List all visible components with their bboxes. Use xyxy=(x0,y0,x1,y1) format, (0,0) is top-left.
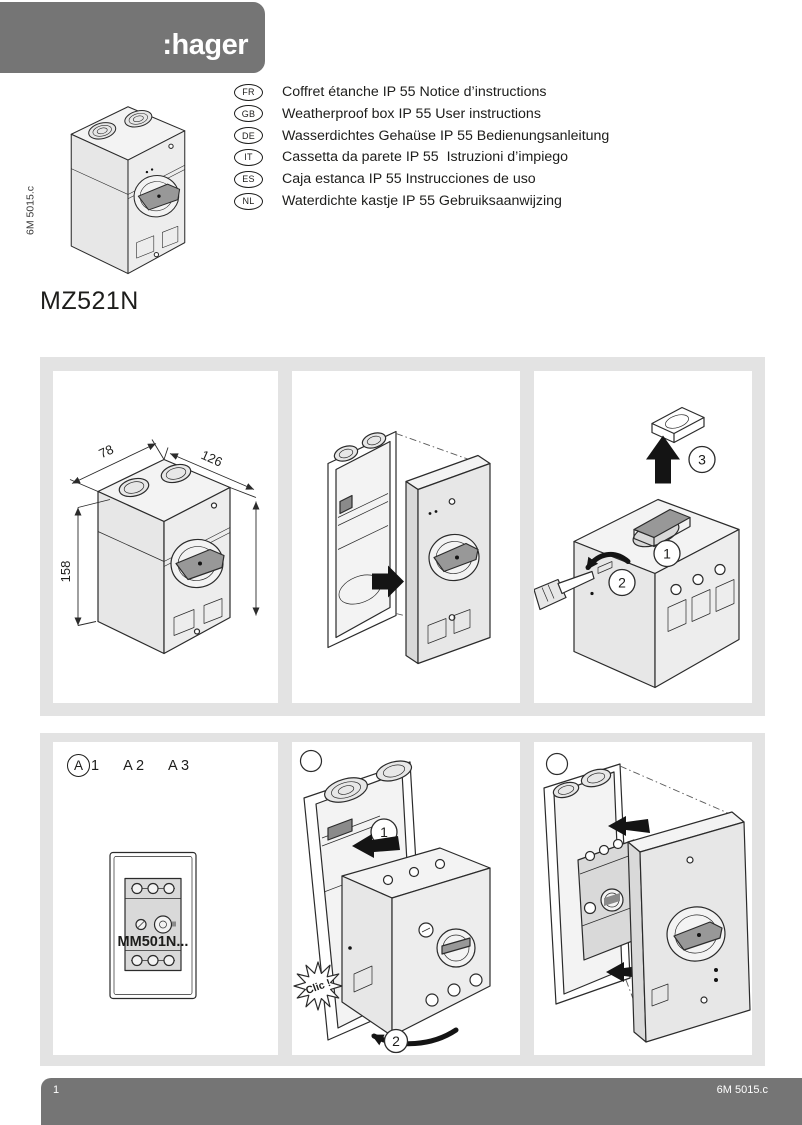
figure-panel-top: 78 126 158 xyxy=(40,357,765,716)
figure-panel-bottom: A 1 A 2 A 3 xyxy=(40,733,765,1066)
dim-height-label: 158 xyxy=(58,561,73,583)
svg-text:3: 3 xyxy=(698,452,706,468)
fig-accessory-face xyxy=(109,851,197,1000)
language-row-es: ES Caja estanca IP 55 Instrucciones de u… xyxy=(234,170,609,188)
open-box-with-breaker xyxy=(543,763,641,1005)
breaker-module xyxy=(341,847,491,1037)
accessory-ref: MM501N... xyxy=(117,934,189,950)
empty-marker-circle xyxy=(299,749,323,773)
accessory-item-1: 1 xyxy=(91,757,100,774)
language-row-gb: GB Weatherproof box IP 55 User instructi… xyxy=(234,105,609,123)
language-code-badge: FR xyxy=(234,83,263,101)
mount-arrow-top xyxy=(608,816,650,836)
product-enclosure-drawing xyxy=(70,106,186,275)
detached-handle xyxy=(651,406,705,444)
accessory-header: A 1 A 2 A 3 xyxy=(67,754,189,777)
remove-up-arrow xyxy=(646,435,680,484)
enclosure-box xyxy=(70,106,186,275)
language-instruction-text: Wasserdichtes Gehaüse IP 55 Bedienungsan… xyxy=(282,127,610,144)
step-2-badge: 2 xyxy=(608,568,636,597)
language-instruction-text: Caja estanca IP 55 Instrucciones de uso xyxy=(282,171,536,188)
brand-banner: :hager xyxy=(0,2,265,73)
accessory-item-2: A 2 xyxy=(123,757,145,774)
language-instruction-text: Cassetta da parete IP 55 Istruzioni d’im… xyxy=(282,149,569,166)
figure-cell-accessory: A 1 A 2 A 3 xyxy=(53,742,278,1055)
language-instruction-text: Weatherproof box IP 55 User instructions xyxy=(282,105,541,122)
language-code-badge: NL xyxy=(234,192,263,210)
dimension-height: 158 xyxy=(58,499,111,626)
product-code: MZ521N xyxy=(40,287,139,315)
language-row-fr: FR Coffret étanche IP 55 Notice d’instru… xyxy=(234,83,609,101)
svg-text:1: 1 xyxy=(380,824,388,840)
step-2-badge: 2 xyxy=(383,1028,409,1054)
fig-handle-removal: 3 xyxy=(534,406,740,689)
svg-text:1: 1 xyxy=(663,546,671,562)
din-rail-clip xyxy=(327,818,353,841)
hager-logo: :hager xyxy=(162,29,248,61)
accessory-item-3: A 3 xyxy=(168,757,190,774)
figure-cell-insert-breaker: 1 xyxy=(292,742,520,1055)
step-3-badge: 3 xyxy=(688,445,716,474)
insert-arrow xyxy=(372,565,404,598)
pry-curved-arrow xyxy=(585,551,631,570)
dim-depth-label: 126 xyxy=(199,447,225,470)
dim-width-label: 78 xyxy=(96,442,115,462)
fig-dimensions: 78 126 158 xyxy=(58,439,260,655)
language-code-badge: GB xyxy=(234,105,263,123)
figure-cell-dimensions: 78 126 158 xyxy=(53,371,278,703)
language-list: FR Coffret étanche IP 55 Notice d’instru… xyxy=(234,83,610,210)
clic-starburst: Clic ! xyxy=(293,961,343,1011)
breaker-body xyxy=(573,498,740,689)
step-1-badge: 1 xyxy=(653,539,681,568)
svg-text:2: 2 xyxy=(618,575,626,591)
fig-cover-assembly xyxy=(327,430,491,665)
screwdriver xyxy=(534,570,595,611)
footer-doc-ref: 6M 5015.c xyxy=(716,1084,768,1096)
figure-cell-handle-removal: 3 xyxy=(534,371,752,703)
rotary-knob xyxy=(170,538,225,589)
rotary-knob xyxy=(133,174,181,218)
language-code-badge: DE xyxy=(234,127,263,145)
language-code-badge: IT xyxy=(234,148,263,166)
marker-a-circle: A xyxy=(67,754,90,777)
svg-text:2: 2 xyxy=(392,1033,400,1049)
open-box-shell xyxy=(327,430,397,649)
hook-arrow xyxy=(352,834,400,858)
fig-mount-cover xyxy=(543,752,751,1043)
breaker-face xyxy=(124,877,182,972)
language-row-de: DE Wasserdichtes Gehaüse IP 55 Bedienung… xyxy=(234,127,610,145)
figure-cell-cover-assembly xyxy=(292,371,520,703)
language-row-nl: NL Waterdichte kastje IP 55 Gebruiksaanw… xyxy=(234,192,609,210)
language-instruction-text: Waterdichte kastje IP 55 Gebruiksaanwijz… xyxy=(282,193,562,209)
language-instruction-text: Coffret étanche IP 55 Notice d’instructi… xyxy=(282,84,547,101)
front-windows xyxy=(136,225,179,259)
footer-page-number: 1 xyxy=(53,1084,60,1096)
dimension-width: 78 xyxy=(69,439,165,492)
empty-marker-circle xyxy=(545,752,569,776)
language-row-it: IT Cassetta da parete IP 55 Istruzioni d… xyxy=(234,148,609,166)
page-footer: 1 6M 5015.c xyxy=(41,1078,802,1125)
side-doc-ref: 6M 5015.c xyxy=(24,185,37,236)
cover-with-knob xyxy=(405,454,491,665)
cover-with-knob xyxy=(627,811,751,1043)
swing-curved-arrow xyxy=(371,1027,459,1047)
figure-cell-mount-cover xyxy=(534,742,752,1055)
language-code-badge: ES xyxy=(234,170,263,188)
fig-insert-breaker: 1 xyxy=(293,749,491,1054)
